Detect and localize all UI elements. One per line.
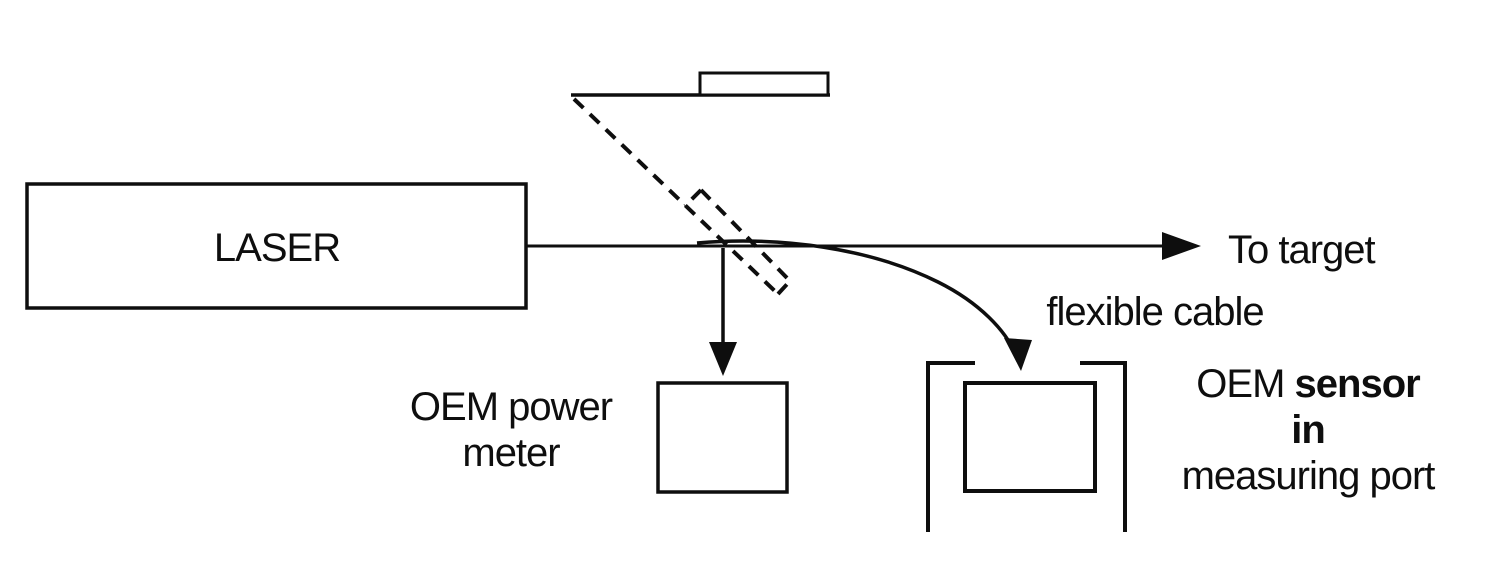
beam-splitter-bottom-corner-dash	[776, 279, 792, 296]
power-meter-label-line1: OEM power	[409, 385, 613, 429]
power-meter-label: OEM power meter	[409, 384, 613, 476]
flexible-cable-label: flexible cable	[1046, 290, 1264, 334]
mirror-mount-block	[698, 71, 830, 97]
sampled-beam-arrowhead-icon	[709, 342, 737, 376]
sensor-label-regular-part: OEM	[1196, 362, 1295, 406]
beam-splitter-dashed-plate	[572, 97, 792, 296]
laser-box	[25, 182, 528, 310]
flexible-cable-arrowhead-icon	[1004, 338, 1032, 371]
sensor-port-label: OEM sensor in measuring port	[1181, 361, 1436, 499]
sensor-box	[963, 381, 1097, 493]
sensor-port-label-line1: OEM sensor in	[1182, 361, 1435, 453]
power-meter-box	[656, 381, 789, 494]
beam-splitter-long-dashed-line	[572, 97, 780, 296]
sensor-port-label-line2: measuring port	[1181, 454, 1436, 498]
flexible-cable-curve	[696, 239, 1018, 356]
beam-splitter-parallel-dashed-line	[699, 188, 792, 283]
laser-label: LASER	[213, 226, 341, 270]
measuring-port-bracket	[926, 361, 1127, 532]
to-target-label: To target	[1228, 228, 1376, 272]
power-meter-label-line2: meter	[462, 431, 560, 475]
sensor-label-bold-part: sensor in	[1291, 362, 1430, 452]
to-target-arrowhead-icon	[1162, 232, 1201, 260]
beam-splitter-top-corner-dash	[683, 188, 703, 208]
